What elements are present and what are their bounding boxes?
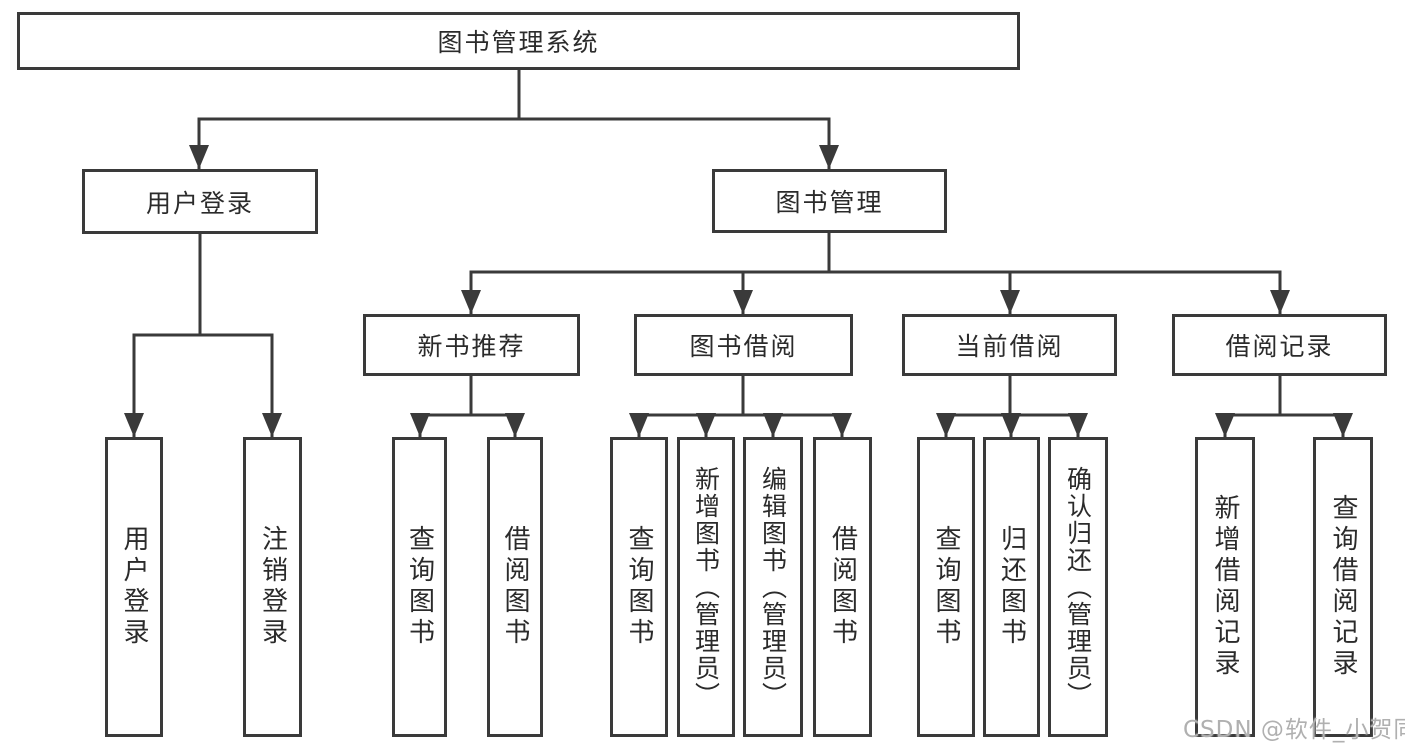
leaf-label: 借阅图书 xyxy=(827,525,858,649)
leaf-label: 查询借阅记录 xyxy=(1328,494,1358,680)
leaf-label: 借阅图书 xyxy=(500,525,530,649)
leaf-borrow-books-recommend: 借阅图书 xyxy=(487,437,543,737)
leaf-label: 确认归还（管理员） xyxy=(1063,465,1093,709)
leaf-label: 查询图书 xyxy=(624,525,654,649)
leaf-label: 注销登录 xyxy=(257,525,288,649)
leaf-label: 查询图书 xyxy=(931,525,961,649)
leaf-label: 查询图书 xyxy=(404,525,435,649)
node-book-management: 图书管理 xyxy=(712,169,947,233)
leaf-label: 编辑图书（管理员） xyxy=(758,465,788,709)
leaf-confirm-return-admin: 确认归还（管理员） xyxy=(1048,437,1108,737)
node-book-borrow: 图书借阅 xyxy=(634,314,853,376)
leaf-edit-books-admin: 编辑图书（管理员） xyxy=(743,437,803,737)
node-root-library-system: 图书管理系统 xyxy=(17,12,1020,70)
node-user-login: 用户登录 xyxy=(82,169,318,234)
node-new-book-recommend: 新书推荐 xyxy=(363,314,580,376)
leaf-label: 归还图书 xyxy=(996,525,1027,649)
leaf-logout: 注销登录 xyxy=(243,437,302,737)
leaf-query-books-borrow: 查询图书 xyxy=(610,437,668,737)
leaf-query-books-current: 查询图书 xyxy=(917,437,975,737)
leaf-label: 用户登录 xyxy=(119,525,149,649)
leaf-query-books-recommend: 查询图书 xyxy=(392,437,447,737)
leaf-label: 新增图书（管理员） xyxy=(691,465,721,709)
node-current-borrow: 当前借阅 xyxy=(902,314,1117,376)
leaf-query-borrow-record: 查询借阅记录 xyxy=(1313,437,1373,737)
leaf-borrow-books: 借阅图书 xyxy=(813,437,872,737)
leaf-add-borrow-record: 新增借阅记录 xyxy=(1195,437,1255,737)
leaf-return-books: 归还图书 xyxy=(983,437,1040,737)
leaf-user-login: 用户登录 xyxy=(105,437,163,737)
leaf-label: 新增借阅记录 xyxy=(1210,494,1240,680)
node-borrow-records: 借阅记录 xyxy=(1172,314,1387,376)
leaf-add-books-admin: 新增图书（管理员） xyxy=(677,437,735,737)
